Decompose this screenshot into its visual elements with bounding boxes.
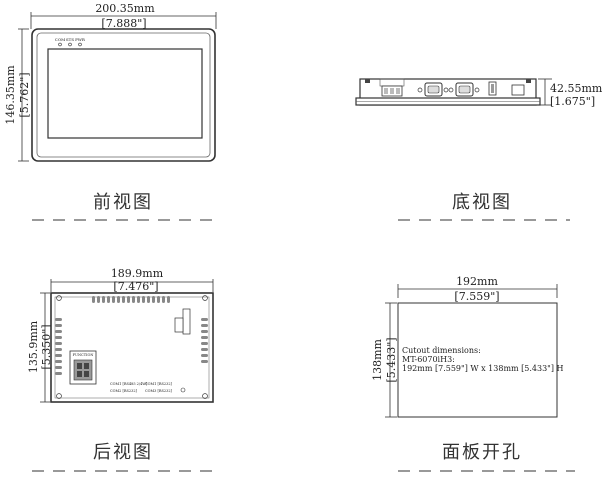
function-terminal-label: FUNCTION [73, 353, 94, 357]
front-height-mm: 146.35mm [4, 65, 17, 125]
rear-bracket [182, 308, 191, 335]
ground-screw-icon [180, 387, 186, 393]
front-screen [47, 48, 203, 139]
bottom-depth-mm: 42.55mm [550, 82, 603, 95]
led-label-pwr: PWR [75, 37, 86, 42]
mount-hole-icon [56, 295, 62, 301]
cutout-note-title: Cutout dimensions: [402, 346, 481, 355]
db9-port-icon [417, 82, 449, 97]
rear-sticker-right-2: COM3 [RS232] [145, 389, 173, 393]
rear-width-mm: 189.9mm [111, 267, 164, 280]
rear-sticker-left-1: COM1 [RS485 2/4W] [110, 382, 148, 386]
cutout-width-in: [7.559"] [454, 290, 499, 303]
db9-port-icon [448, 82, 480, 97]
vent-slots-left [55, 318, 62, 375]
bottom-view: 42.55mm [1.675"] 底视图 [355, 78, 603, 221]
rear-view-caption: 后视图 [93, 442, 153, 463]
mount-hole-icon [202, 393, 208, 399]
rear-height-mm: 135.9mm [27, 320, 40, 373]
cutout-note-size: 192mm [7.559"] W x 138mm [5.433"] H [402, 364, 564, 373]
rear-view: 189.9mm [7.476"] 135.9mm [5.350"] [27, 267, 215, 472]
led-com-icon [58, 42, 62, 47]
mount-hole-icon [56, 393, 62, 399]
led-pwr-icon [78, 42, 82, 47]
vent-slots-right [201, 318, 208, 363]
cutout-note-model: MT-6070iH3: [402, 355, 455, 364]
front-width-mm: 200.35mm [95, 2, 155, 15]
led-sts-icon [68, 42, 72, 47]
cutout-view: 192mm [7.559"] 138mm [5.433"] Cutout dim… [371, 275, 575, 472]
led-label-sts: STS [66, 37, 74, 42]
cutout-rectangle [397, 302, 558, 418]
cutout-height-mm: 138mm [371, 339, 384, 381]
front-width-in: [7.888"] [101, 17, 146, 30]
led-label-com: COM [55, 37, 65, 42]
bottom-view-caption: 底视图 [452, 192, 512, 213]
bottom-depth-in: [1.675"] [550, 95, 595, 108]
mount-hole-icon [202, 295, 208, 301]
front-view: 200.35mm [7.888"] 146.35mm [5.762"] COM … [4, 2, 217, 221]
cutout-width-mm: 192mm [456, 275, 498, 288]
cutout-view-caption: 面板开孔 [442, 442, 522, 463]
cutout-height-in: [5.433"] [385, 337, 398, 382]
front-height-in: [5.762"] [18, 72, 31, 117]
rear-height-in: [5.350"] [40, 324, 53, 369]
rear-sticker-left-2: COM2 [RS232] [110, 389, 138, 393]
vent-slots-top [92, 296, 170, 303]
rear-width-in: [7.476"] [113, 280, 158, 293]
front-view-caption: 前视图 [93, 192, 153, 213]
rear-sticker-right-1: COM1 [RS232] [145, 382, 173, 386]
